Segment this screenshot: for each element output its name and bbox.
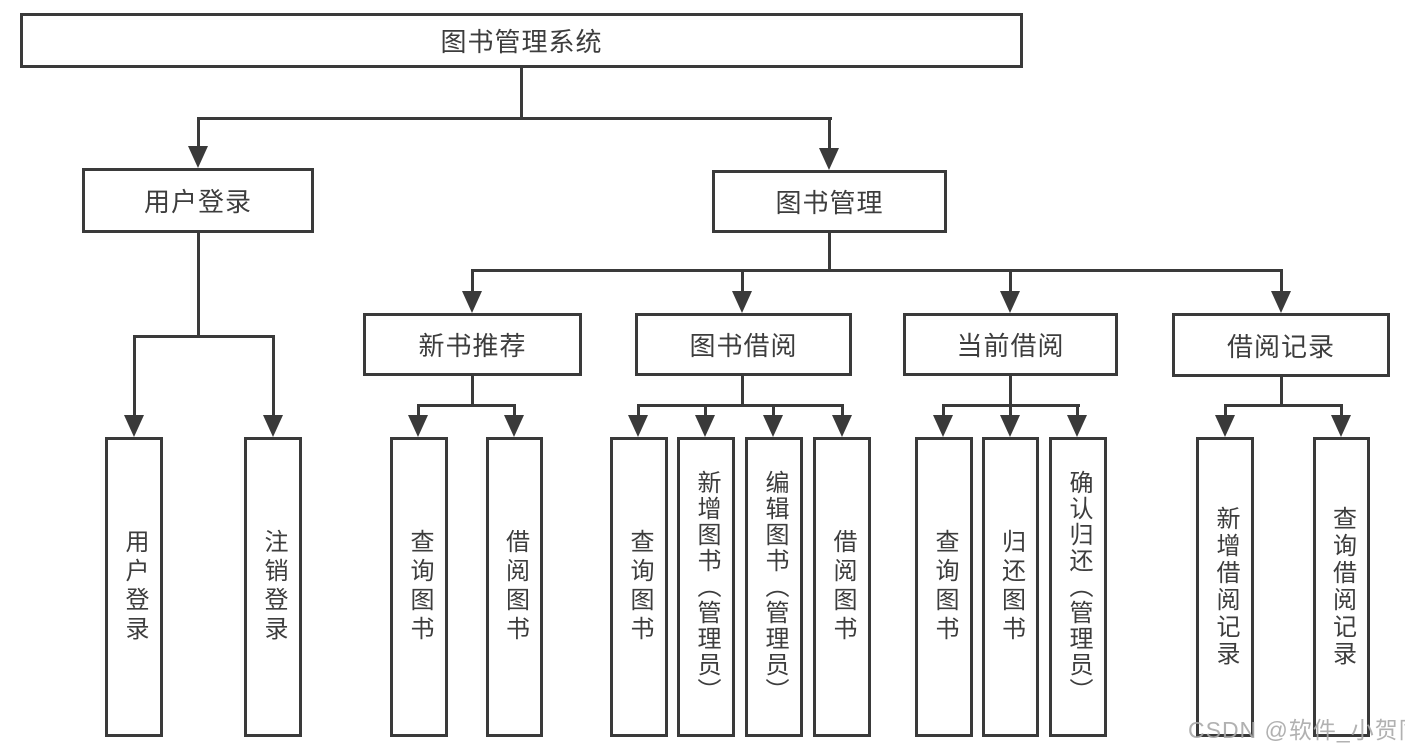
connector-line [520, 68, 523, 119]
connector-arrowhead-down-icon [732, 291, 752, 313]
node-edit-books-admin: 编辑图书（管理员） [745, 437, 803, 737]
node-label: 注销登录 [260, 529, 287, 645]
node-label: 新书推荐 [418, 331, 527, 361]
node-query-borrow-record: 查询借阅记录 [1313, 437, 1370, 737]
node-label: 查询图书 [931, 529, 958, 645]
node-query-books-current: 查询图书 [915, 437, 973, 737]
node-query-books-recommend: 查询图书 [390, 437, 448, 737]
connector-line [704, 404, 707, 417]
connector-line [741, 376, 744, 407]
node-book-borrowing: 图书借阅 [635, 313, 852, 376]
connector-line [942, 404, 945, 417]
connector-arrowhead-down-icon [695, 415, 715, 437]
connector-line [741, 269, 744, 293]
connector-line [841, 404, 844, 417]
connector-arrowhead-down-icon [763, 415, 783, 437]
connector-line [828, 117, 831, 150]
node-add-borrow-record: 新增借阅记录 [1196, 437, 1254, 737]
connector-arrowhead-down-icon [1000, 291, 1020, 313]
connector-line [513, 404, 516, 417]
connector-arrowhead-down-icon [832, 415, 852, 437]
connector-arrowhead-down-icon [819, 148, 839, 170]
connector-line [1224, 404, 1343, 407]
connector-arrowhead-down-icon [462, 291, 482, 313]
node-borrow-books-leaf: 借阅图书 [813, 437, 871, 737]
connector-line [197, 117, 832, 120]
connector-line [197, 233, 200, 335]
connector-arrowhead-down-icon [408, 415, 428, 437]
node-borrowing-records: 借阅记录 [1172, 313, 1390, 377]
node-label: 用户登录 [143, 187, 252, 217]
node-borrow-books-recommend: 借阅图书 [486, 437, 543, 737]
node-label: 新增图书（管理员） [693, 470, 720, 704]
node-label: 借阅图书 [501, 529, 529, 645]
connector-line [471, 376, 474, 407]
connector-arrowhead-down-icon [1331, 415, 1351, 437]
node-library-management-system: 图书管理系统 [20, 13, 1023, 68]
connector-line [272, 335, 275, 417]
connector-line [637, 404, 640, 417]
connector-line [1009, 404, 1012, 417]
connector-line [417, 404, 516, 407]
connector-line [1280, 377, 1283, 407]
node-book-management: 图书管理 [712, 170, 947, 233]
node-new-book-recommendation: 新书推荐 [363, 313, 582, 376]
connector-arrowhead-down-icon [504, 415, 524, 437]
node-label: 图书管理系统 [440, 27, 603, 57]
node-current-borrowing: 当前借阅 [903, 313, 1118, 376]
connector-line [828, 233, 831, 271]
node-label: 查询图书 [406, 529, 433, 645]
connector-line [197, 117, 200, 148]
connector-line [133, 335, 136, 417]
connector-arrowhead-down-icon [1215, 415, 1235, 437]
node-label: 查询借阅记录 [1328, 506, 1356, 668]
connector-arrowhead-down-icon [1271, 291, 1291, 313]
node-user-login: 用户登录 [82, 168, 314, 233]
connector-line [772, 404, 775, 417]
node-label: 查询图书 [626, 529, 653, 645]
connector-arrowhead-down-icon [1000, 415, 1020, 437]
node-label: 图书管理 [775, 188, 884, 218]
node-query-books-borrowing: 查询图书 [610, 437, 668, 737]
node-label: 用户登录 [121, 529, 148, 645]
connector-arrowhead-down-icon [124, 415, 144, 437]
connector-line [1009, 376, 1012, 407]
node-label: 借阅记录 [1226, 331, 1335, 362]
connector-line [1009, 269, 1012, 293]
connector-line [471, 269, 474, 293]
connector-arrowhead-down-icon [1067, 415, 1087, 437]
connector-line [1280, 269, 1283, 293]
node-label: 当前借阅 [956, 331, 1065, 361]
node-label: 归还图书 [997, 529, 1025, 645]
connector-arrowhead-down-icon [628, 415, 648, 437]
connector-line [417, 404, 420, 417]
node-add-books-admin: 新增图书（管理员） [677, 437, 735, 737]
connector-arrowhead-down-icon [188, 146, 208, 168]
connector-line [1076, 404, 1079, 417]
node-return-books: 归还图书 [982, 437, 1039, 737]
csdn-watermark: CSDN @软件_小贺同学 [1188, 717, 1405, 743]
connector-arrowhead-down-icon [933, 415, 953, 437]
node-logout: 注销登录 [244, 437, 302, 737]
node-label: 新增借阅记录 [1212, 506, 1239, 668]
node-label: 编辑图书（管理员） [761, 470, 788, 704]
node-confirm-return-admin: 确认归还（管理员） [1049, 437, 1107, 737]
node-label: 图书借阅 [689, 331, 798, 361]
connector-line [1224, 404, 1227, 417]
connector-line [637, 404, 844, 407]
node-label: 借阅图书 [829, 529, 856, 645]
connector-line [133, 335, 275, 338]
connector-arrowhead-down-icon [263, 415, 283, 437]
connector-line [1340, 404, 1343, 417]
node-label: 确认归还（管理员） [1065, 470, 1092, 704]
node-user-login-leaf: 用户登录 [105, 437, 163, 737]
connector-line [471, 269, 1283, 272]
